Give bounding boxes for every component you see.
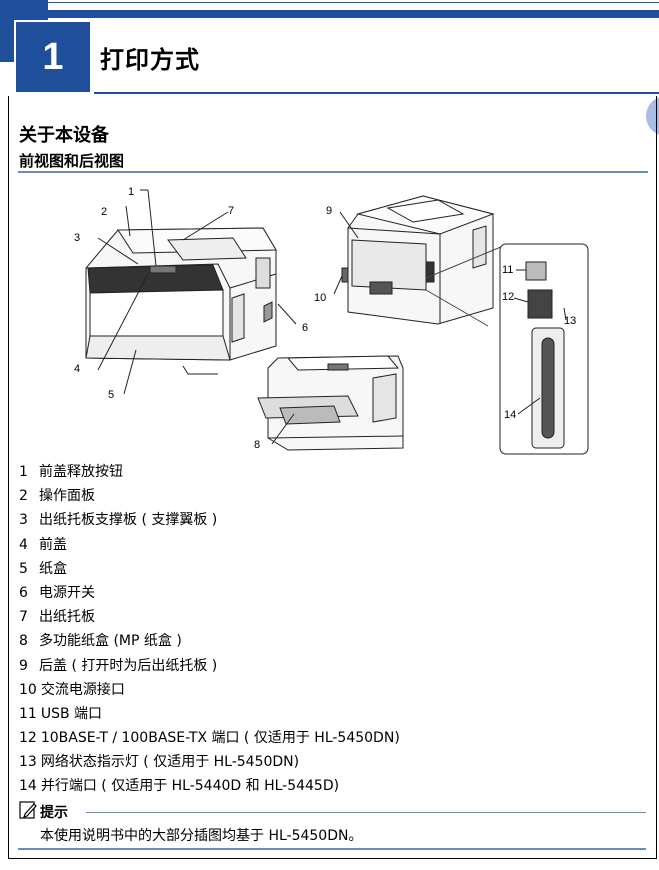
section-title: 关于本设备 [19, 125, 109, 146]
printer-figure: 1 2 3 4 5 6 7 8 9 10 11 12 13 14 [74, 186, 589, 455]
chapter-underline [94, 92, 659, 94]
mp-tray-printer-illustration [257, 355, 404, 451]
note-label: 提示 [40, 805, 68, 821]
callout-5: 5 [108, 389, 114, 401]
callout-11: 11 [502, 264, 513, 276]
note-text: 本使用说明书中的大部分插图均基于 HL-5450DN。 [40, 828, 363, 844]
callout-3: 3 [74, 232, 80, 244]
note-bottom-rule [18, 848, 646, 850]
callout-12: 12 [502, 291, 514, 303]
content-frame [8, 96, 657, 859]
callout-10: 10 [314, 292, 326, 304]
callout-14: 14 [504, 409, 516, 421]
chapter-title: 打印方式 [100, 46, 200, 74]
note-rule [86, 812, 646, 813]
subsection-title: 前视图和后视图 [19, 152, 125, 170]
callout-1: 1 [128, 186, 134, 198]
callout-9: 9 [326, 205, 332, 217]
pencil-note-icon [19, 801, 37, 819]
front-printer-illustration [85, 227, 277, 375]
port-detail-inset [425, 243, 589, 455]
callout-6: 6 [302, 322, 308, 334]
header-rule [0, 0, 659, 20]
callout-8: 8 [254, 439, 260, 451]
thumb-tab [646, 96, 659, 136]
chapter-number: 1 [14, 20, 92, 94]
leader-lines [97, 189, 567, 445]
callout-7: 7 [228, 205, 234, 217]
callout-4: 4 [74, 363, 80, 375]
subsection-rule [18, 171, 648, 173]
callout-13: 13 [564, 315, 576, 327]
callout-2: 2 [101, 206, 107, 218]
